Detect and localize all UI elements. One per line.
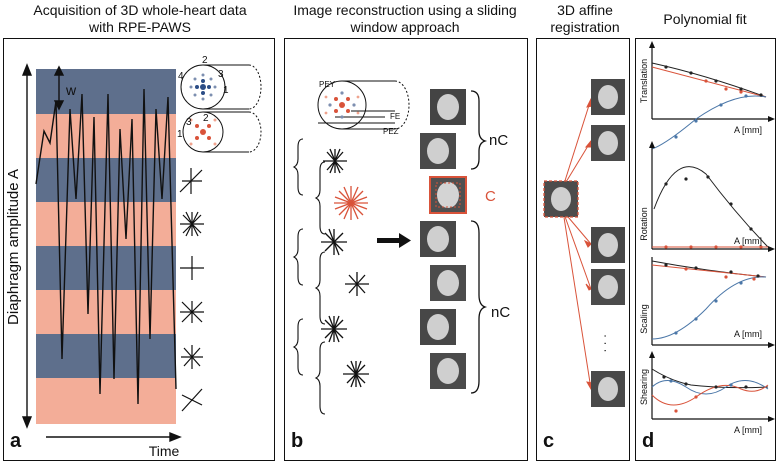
spoke-star-1 [323, 148, 347, 174]
spoke-number-2: 2 [202, 55, 208, 66]
kspace-cylinder-1 [180, 64, 262, 110]
label-nc-top: nC [489, 132, 508, 149]
window-width-arrow [53, 65, 65, 111]
panel-b-title: Image reconstruction using a sliding win… [293, 2, 517, 35]
subplot-scaling-ylabel: Scaling [639, 304, 649, 334]
bin-4 [36, 202, 176, 246]
subplot-rotation-xlabel: A [mm] [734, 236, 762, 246]
panel-a-label: a [10, 430, 22, 452]
registered-images [591, 79, 625, 407]
window-braces [292, 138, 326, 415]
reconstructed-images [420, 89, 467, 389]
axis-fe: FE [390, 112, 400, 121]
cylinder-dots [324, 91, 360, 119]
panel-c-label: c [543, 430, 555, 452]
spoke-number-3b: 3 [186, 117, 192, 128]
spoke-star-center [334, 186, 368, 220]
panel-b: PEY FE PEZ [284, 38, 528, 461]
subplot-shearing [649, 351, 775, 422]
spoke-dots-2 [189, 118, 217, 146]
spoke-number-1b: 1 [177, 129, 183, 140]
spoke-star-6 [343, 360, 369, 388]
subplot-scaling-xlabel: A [mm] [734, 329, 762, 339]
spoke-pattern-3 [180, 211, 204, 237]
source-image [543, 180, 579, 218]
kspace-cylinder-2 [182, 111, 262, 153]
bin-8 [36, 378, 176, 424]
panel-a-graphic: Diaphragm amplitude A w Time [5, 55, 262, 459]
axis-pey: PEY [319, 80, 336, 89]
image-braces [470, 90, 488, 394]
bin-5 [36, 246, 176, 290]
subplot-rotation [649, 141, 775, 252]
spoke-number-3: 3 [218, 69, 224, 80]
bin-1 [36, 69, 176, 114]
spoke-star-4 [345, 272, 369, 296]
subplot-translation-ylabel: Translation [639, 59, 649, 103]
time-axis [46, 431, 182, 443]
amplitude-axis-label: Diaphragm amplitude A [5, 169, 22, 325]
panel-a: Diaphragm amplitude A w Time [3, 38, 275, 461]
panel-b-graphic: PEY FE PEZ [292, 80, 510, 415]
subplot-scaling [651, 257, 775, 348]
panel-d-title: Polynomial fit [663, 11, 747, 27]
spoke-number-1: 1 [223, 85, 229, 96]
subplot-rotation-ylabel: Rotation [639, 207, 649, 241]
panel-d-graphic: Translation A [mm] Rotation A [mm] [639, 41, 775, 435]
subplot-translation [649, 41, 775, 150]
spoke-star-3 [321, 228, 347, 256]
amplitude-axis [21, 63, 33, 429]
subplot-shearing-xlabel: A [mm] [734, 425, 762, 435]
spoke-dots-1 [189, 73, 217, 101]
spoke-pattern-7 [181, 388, 203, 412]
window-width-label: w [65, 82, 77, 98]
subplot-shearing-ylabel: Shearing [639, 369, 649, 405]
ellipsis: · · · [599, 334, 613, 353]
registration-arrows [562, 97, 594, 391]
spoke-pattern-4 [180, 256, 204, 280]
spoke-pattern-2 [179, 168, 203, 194]
panel-d: Translation A [mm] Rotation A [mm] [635, 38, 776, 461]
panel-c-graphic: · · · [543, 79, 625, 407]
subplot-translation-xlabel: A [mm] [734, 125, 762, 135]
reconstruction-arrow [377, 233, 411, 248]
panel-d-label: d [642, 430, 655, 452]
spoke-number-2b: 2 [203, 113, 209, 124]
spoke-pattern-6 [181, 345, 203, 369]
axis-pez: PEZ [383, 127, 399, 136]
panel-c: · · · c [536, 38, 630, 461]
spoke-number-4: 4 [178, 71, 184, 82]
time-axis-label: Time [149, 443, 180, 459]
respiratory-trace [35, 88, 177, 405]
bin-7 [36, 334, 176, 378]
panel-c-title: 3D affine registration [550, 2, 620, 35]
kspace-cylinder [317, 80, 410, 130]
spoke-star-5 [321, 315, 347, 343]
label-nc-bottom: nC [491, 304, 510, 321]
bin-6 [36, 290, 176, 334]
spoke-pattern-5 [180, 301, 204, 323]
label-c: C [485, 188, 496, 205]
panel-b-label: b [291, 430, 304, 452]
panel-a-title: Acquisition of 3D whole-heart data with … [33, 2, 247, 35]
